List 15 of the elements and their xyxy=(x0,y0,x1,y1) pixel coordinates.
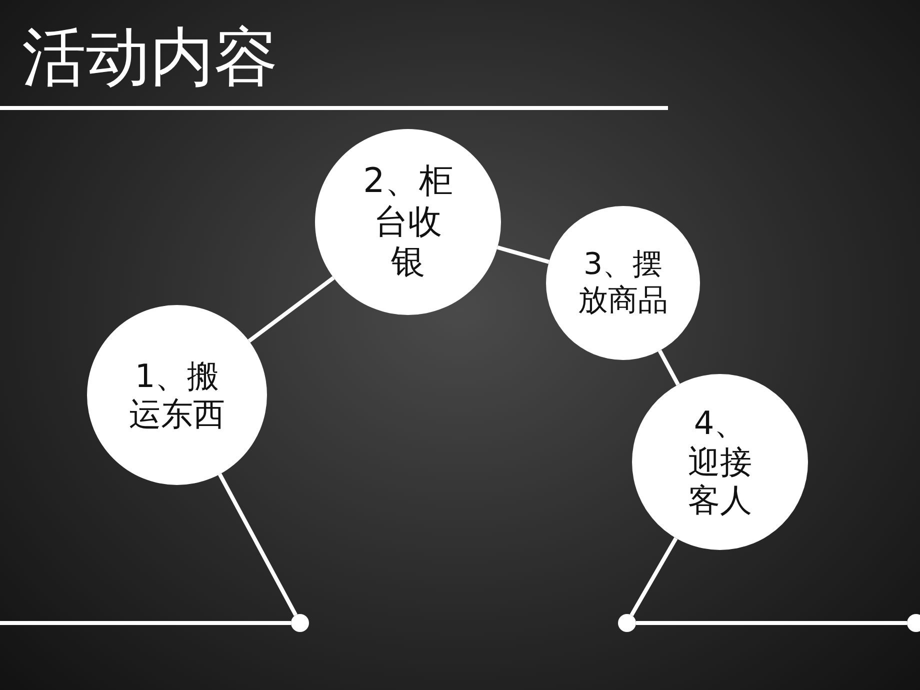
connector-line xyxy=(248,276,335,343)
connector-line xyxy=(658,350,680,386)
node-label: 3、摆放商品 xyxy=(577,247,669,319)
end-dot xyxy=(907,614,920,632)
connector-line xyxy=(496,245,550,264)
connector-line xyxy=(0,621,291,625)
connector-line xyxy=(636,621,907,625)
end-dot xyxy=(618,614,636,632)
title: 活动内容 xyxy=(22,20,278,97)
node-label: 1、搬运东西 xyxy=(128,356,226,434)
node-label: 4、迎接客人 xyxy=(687,404,753,520)
connector-line xyxy=(630,537,678,616)
connector-line xyxy=(218,473,298,616)
node-label: 2、柜台收银 xyxy=(362,160,454,284)
end-dot xyxy=(291,614,309,632)
